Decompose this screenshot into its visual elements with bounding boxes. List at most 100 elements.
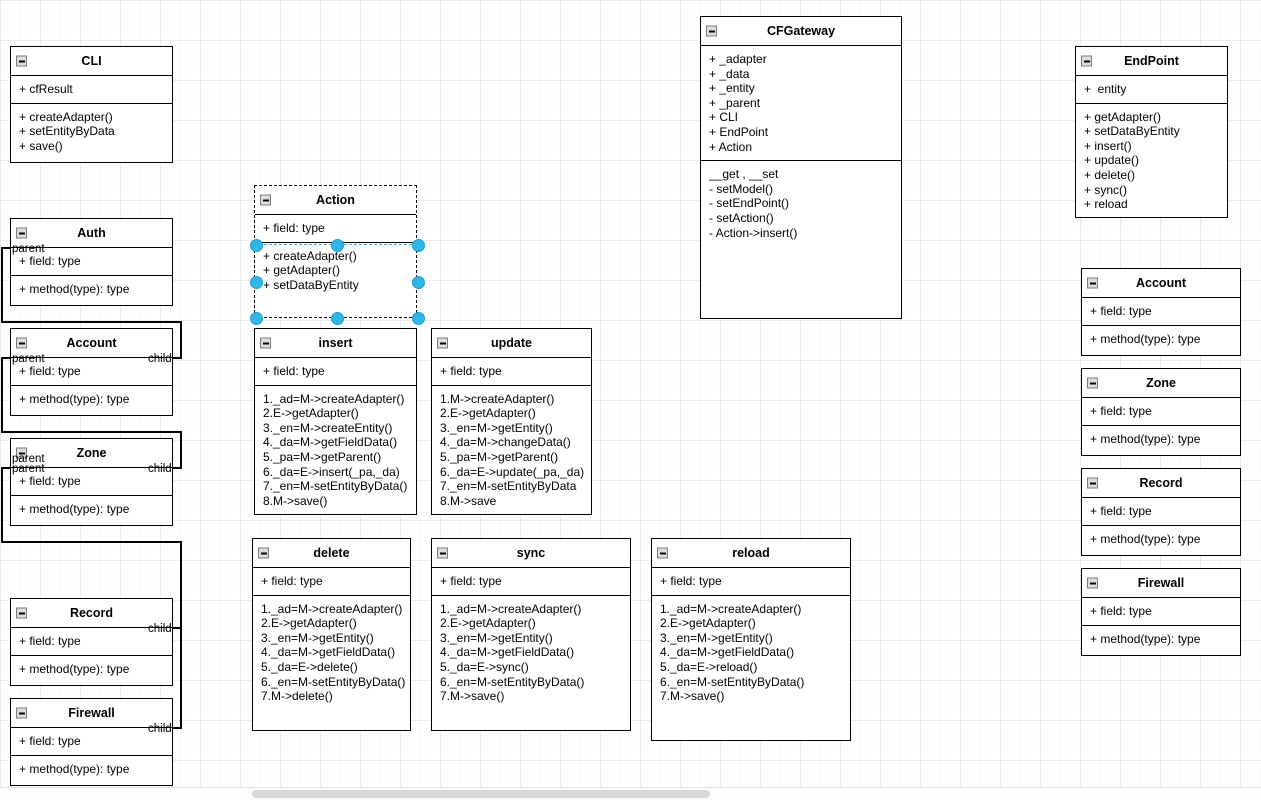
uml-attributes-compartment: + field: type: [253, 568, 410, 596]
collapse-minus-icon[interactable]: [16, 55, 27, 67]
uml-title-bar[interactable]: Zone: [1082, 369, 1240, 398]
uml-attributes-compartment: + field: type: [11, 358, 172, 386]
collapse-minus-icon[interactable]: [16, 447, 27, 459]
uml-attributes-compartment: + field: type: [1082, 498, 1240, 526]
uml-attributes-compartment: + entity: [1076, 76, 1227, 104]
uml-method-row: 1.M->createAdapter(): [440, 391, 555, 406]
collapse-minus-icon[interactable]: [437, 337, 448, 349]
collapse-minus-icon[interactable]: [16, 707, 27, 719]
uml-attribute-row: + field: type: [1090, 504, 1152, 518]
uml-attributes-compartment: + field: type: [11, 628, 172, 656]
connector-segment: [1, 321, 181, 323]
uml-methods-compartment: 1._ad=M->createAdapter()2.E->getAdapter(…: [652, 596, 850, 710]
uml-method-row: + method(type): type: [19, 501, 130, 516]
collapse-minus-icon[interactable]: [657, 547, 668, 559]
uml-title-bar[interactable]: CFGateway: [701, 17, 901, 46]
uml-class-name: Firewall: [1137, 575, 1185, 590]
uml-class-action[interactable]: Action+ field: type+ createAdapter()+ ge…: [254, 185, 417, 318]
uml-method-row: 3._en=M->getEntity(): [440, 630, 553, 645]
horizontal-scrollbar-track[interactable]: [0, 787, 1261, 800]
collapse-minus-icon[interactable]: [260, 194, 271, 206]
uml-methods-compartment: + method(type): type: [1082, 526, 1240, 553]
resize-handle[interactable]: [249, 238, 263, 252]
uml-method-row: 4._da=M->getFieldData(): [660, 645, 795, 660]
uml-attribute-row: + field: type: [19, 364, 81, 378]
collapse-minus-icon[interactable]: [1081, 55, 1092, 67]
uml-class-zone-left[interactable]: Zone+ field: type+ method(type): type: [10, 438, 173, 526]
uml-method-row: 2.E->getAdapter(): [660, 616, 756, 631]
collapse-minus-icon[interactable]: [706, 25, 717, 37]
uml-title-bar[interactable]: Account: [1082, 269, 1240, 298]
uml-title-bar[interactable]: delete: [253, 539, 410, 568]
uml-title-bar[interactable]: Action: [255, 186, 416, 215]
uml-title-bar[interactable]: Account: [11, 329, 172, 358]
uml-method-row: - Action->insert(): [709, 225, 798, 240]
uml-title-bar[interactable]: Firewall: [11, 699, 172, 728]
resize-handle[interactable]: [330, 238, 344, 252]
resize-handle[interactable]: [330, 311, 344, 325]
collapse-minus-icon[interactable]: [258, 547, 269, 559]
uml-title-bar[interactable]: Zone: [11, 439, 172, 468]
uml-class-firewall-right[interactable]: Firewall+ field: type+ method(type): typ…: [1081, 568, 1241, 656]
uml-method-row: 3._en=M->getEntity(): [660, 630, 773, 645]
collapse-minus-icon[interactable]: [16, 337, 27, 349]
uml-methods-compartment: + createAdapter()+ setEntityByData+ save…: [11, 104, 172, 160]
uml-method-row: 7._en=M-setEntityByData: [440, 479, 577, 494]
uml-class-endpoint[interactable]: EndPoint+ entity+ getAdapter()+ setDataB…: [1075, 46, 1228, 218]
uml-title-bar[interactable]: Auth: [11, 219, 172, 248]
collapse-minus-icon[interactable]: [437, 547, 448, 559]
resize-handle[interactable]: [411, 311, 425, 325]
uml-title-bar[interactable]: Firewall: [1082, 569, 1240, 598]
uml-title-bar[interactable]: insert: [255, 329, 416, 358]
collapse-minus-icon[interactable]: [260, 337, 271, 349]
collapse-minus-icon[interactable]: [1087, 377, 1098, 389]
connector-label: child: [148, 623, 172, 635]
uml-methods-compartment: + method(type): type: [1082, 426, 1240, 453]
resize-handle[interactable]: [249, 275, 263, 289]
uml-attribute-row: + field: type: [19, 634, 81, 648]
uml-method-row: + insert(): [1084, 138, 1132, 153]
uml-class-firewall-left[interactable]: Firewall+ field: type+ method(type): typ…: [10, 698, 173, 786]
uml-class-cfgateway[interactable]: CFGateway+ _adapter+ _data+ _entity+ _pa…: [700, 16, 902, 319]
resize-handle[interactable]: [411, 275, 425, 289]
uml-method-row: 6._en=M-setEntityByData(): [440, 674, 585, 689]
collapse-minus-icon[interactable]: [1087, 477, 1098, 489]
uml-method-row: 6._da=E->update(_pa,_da): [440, 464, 585, 479]
uml-methods-compartment: 1.M->createAdapter()2.E->getAdapter()3._…: [432, 386, 591, 515]
uml-attribute-row: + entity: [1084, 82, 1127, 96]
uml-class-record-right[interactable]: Record + field: type + method(type): type: [1081, 468, 1241, 556]
uml-title-bar[interactable]: reload: [652, 539, 850, 568]
uml-title-bar[interactable]: CLI: [11, 47, 172, 76]
uml-class-cli[interactable]: CLI+ cfResult+ createAdapter()+ setEntit…: [10, 46, 173, 163]
uml-class-name: Auth: [77, 225, 106, 240]
uml-title-bar[interactable]: update: [432, 329, 591, 358]
connector-segment: [1, 431, 181, 433]
uml-title-bar[interactable]: EndPoint: [1076, 47, 1227, 76]
uml-class-account-right[interactable]: Account+ field: type+ method(type): type: [1081, 268, 1241, 356]
uml-title-bar[interactable]: Record: [11, 599, 172, 628]
collapse-minus-icon[interactable]: [16, 607, 27, 619]
uml-class-name: CLI: [81, 53, 102, 68]
horizontal-scrollbar-thumb[interactable]: [252, 790, 710, 798]
collapse-minus-icon[interactable]: [1087, 277, 1098, 289]
resize-handle[interactable]: [411, 238, 425, 252]
uml-title-bar[interactable]: Record: [1082, 469, 1240, 498]
uml-class-zone-right[interactable]: Zone+ field: type+ method(type): type: [1081, 368, 1241, 456]
uml-class-account-left[interactable]: Account+ field: type+ method(type): type: [10, 328, 173, 416]
uml-method-row: 5._da=E->delete(): [261, 659, 358, 674]
uml-title-bar[interactable]: sync: [432, 539, 630, 568]
uml-method-row: 5._da=E->sync(): [440, 659, 529, 674]
collapse-minus-icon[interactable]: [16, 227, 27, 239]
uml-attribute-row: + CLI: [709, 110, 739, 125]
resize-handle[interactable]: [249, 311, 263, 325]
uml-class-record-left[interactable]: Record+ field: type+ method(type): type: [10, 598, 173, 686]
uml-class-auth-left[interactable]: Auth+ field: type+ method(type): type: [10, 218, 173, 306]
collapse-minus-icon[interactable]: [1087, 577, 1098, 589]
uml-class-name: Account: [66, 335, 117, 350]
